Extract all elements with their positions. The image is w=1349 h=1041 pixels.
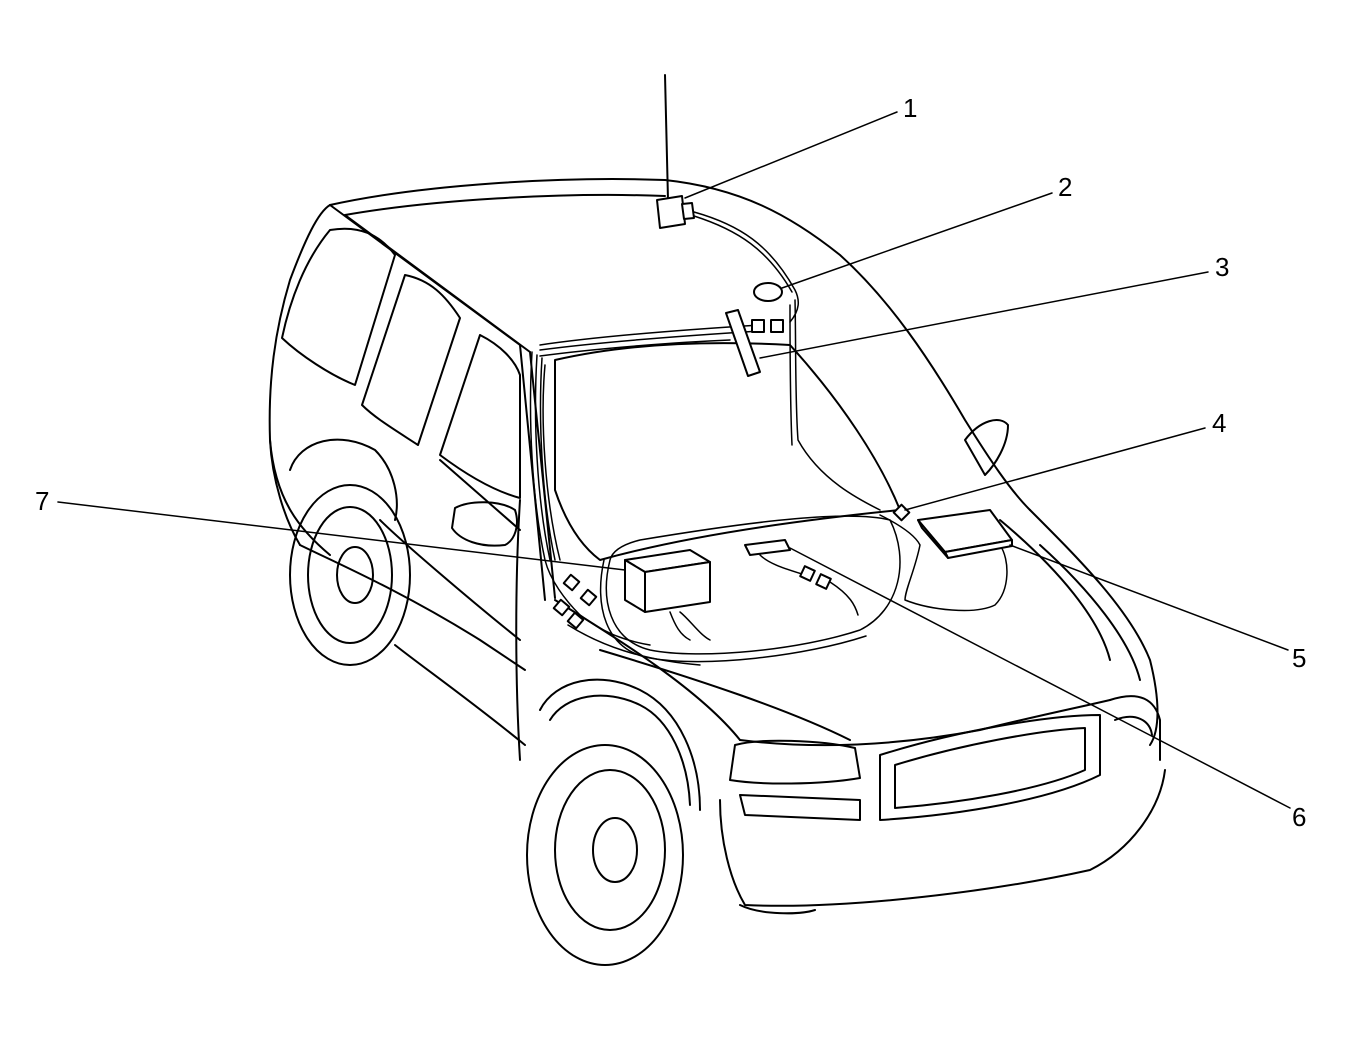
connector-7b (579, 588, 598, 607)
vehicle-body (268, 178, 1166, 915)
leader-line-5 (1009, 544, 1289, 651)
leader-line-3 (759, 271, 1209, 359)
callout-5: 5 (1292, 643, 1306, 673)
callout-7: 7 (35, 486, 49, 516)
connector-7a (562, 573, 581, 592)
callout-labels: 1 2 3 4 5 6 7 (35, 93, 1306, 832)
antenna-assembly (656, 74, 695, 229)
callout-6: 6 (1292, 802, 1306, 832)
leader-line-6 (789, 547, 1291, 809)
module-6 (744, 539, 791, 556)
module-5 (917, 509, 1013, 559)
leader-lines (57, 111, 1291, 809)
connector-6b (815, 573, 832, 590)
connector-roof-a (751, 319, 765, 333)
leader-line-4 (904, 427, 1206, 511)
module-7 (624, 549, 711, 613)
callout-4: 4 (1212, 408, 1226, 438)
leader-line-2 (781, 192, 1053, 289)
connector-6a (799, 565, 816, 582)
connector-7c (552, 598, 571, 617)
callout-1: 1 (903, 93, 917, 123)
callout-2: 2 (1058, 172, 1072, 202)
rear-wheel (289, 438, 411, 666)
connector-roof-b (770, 319, 784, 333)
leader-line-7 (57, 501, 626, 571)
connector-7d (566, 611, 585, 630)
connector-4 (892, 503, 911, 522)
roof-strap-bracket (725, 309, 761, 377)
roof-sensor (753, 282, 783, 302)
leader-line-1 (684, 111, 898, 199)
front-wheel (526, 678, 701, 966)
wiring-harness (529, 211, 1008, 666)
callout-3: 3 (1215, 252, 1229, 282)
